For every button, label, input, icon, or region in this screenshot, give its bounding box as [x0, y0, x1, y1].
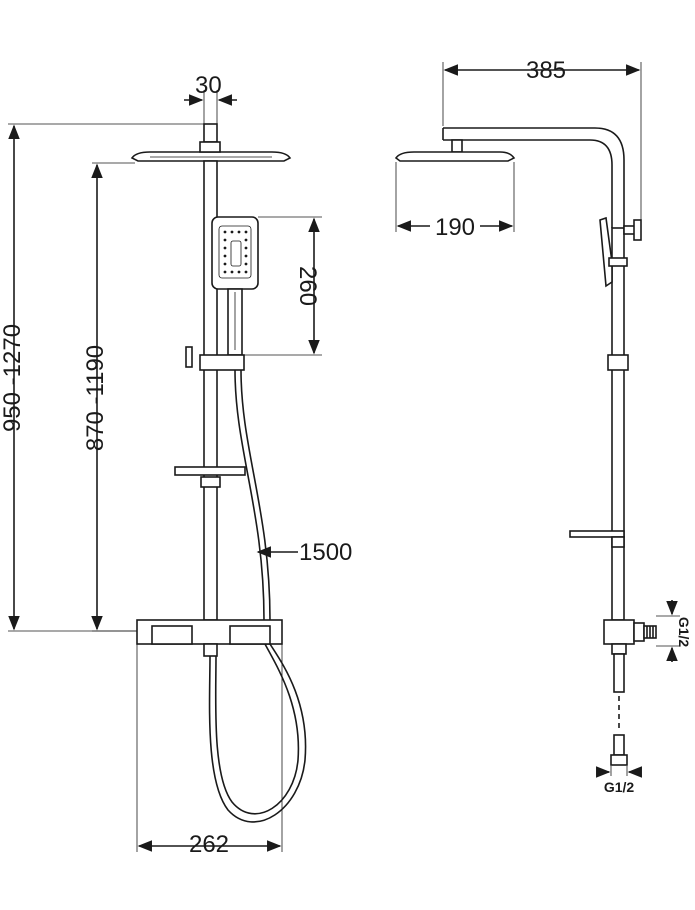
soap-dish: [174, 466, 246, 476]
dim-mixer-width: 262: [189, 831, 229, 858]
thermostatic-mixer-side: [603, 619, 657, 693]
slider-holder-side: [607, 354, 629, 371]
dim-thread-bottom: G1/2: [604, 779, 635, 795]
dim-arm-width: 30: [195, 72, 222, 99]
dim-hand-shower: 260: [294, 266, 321, 306]
side-view: 385 190 G1/2 G1/2: [394, 57, 692, 795]
dim-thread-side: G1/2: [676, 617, 692, 648]
dim-total-height: 950 -1270: [0, 324, 26, 432]
dim-hose: 1500: [299, 539, 352, 566]
thermostatic-mixer-front: [136, 619, 283, 657]
hand-shower-front: [211, 216, 259, 356]
hand-shower-side: [599, 216, 613, 288]
front-view: 30 950 -1270 870 -1190 260 1500 262: [0, 72, 352, 858]
hose: [234, 369, 271, 621]
dim-arm-projection: 385: [526, 57, 566, 84]
shower-arm: [443, 127, 625, 228]
dim-head-diameter: 190: [435, 214, 475, 241]
slider-holder: [199, 354, 245, 371]
rain-shower-head-front: [130, 141, 292, 162]
top-connector: [203, 123, 218, 143]
soap-dish-side: [569, 530, 625, 538]
dim-bar-height: 870 -1190: [82, 345, 109, 451]
inlet-pipe-side: [610, 734, 628, 766]
rain-shower-head-side: [394, 139, 516, 162]
